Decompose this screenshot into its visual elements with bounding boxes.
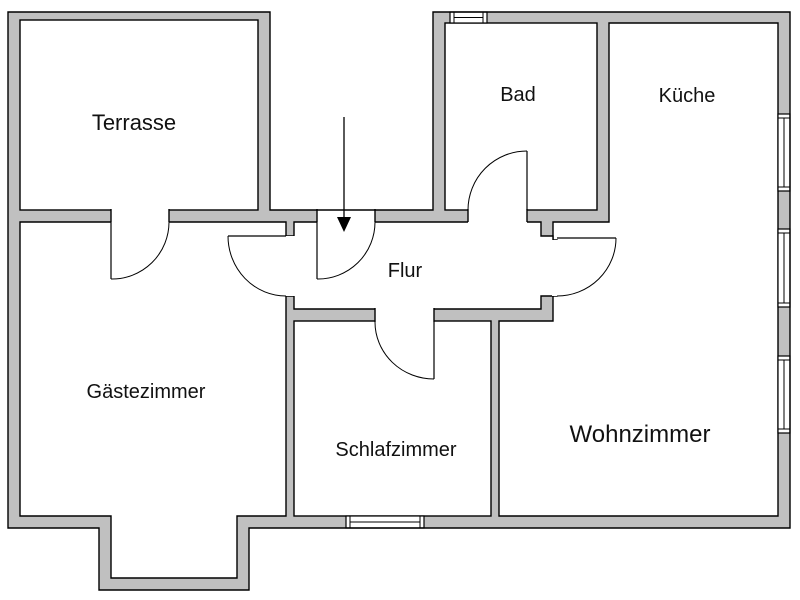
label-gaestezimmer: Gästezimmer — [87, 381, 206, 403]
wall-edges — [110, 209, 528, 322]
label-kueche: Küche — [659, 85, 716, 107]
entrance-arrow-icon — [337, 117, 351, 232]
label-terrasse: Terrasse — [92, 110, 176, 135]
room-terrasse — [19, 19, 259, 211]
room-gaestezimmer — [19, 221, 287, 579]
rooms — [19, 19, 779, 579]
door-openings — [111, 209, 560, 322]
door-schlafzimmer[interactable] — [374, 321, 435, 380]
room-labels: Terrasse Bad Küche Flur Gästezimmer Schl… — [87, 84, 716, 461]
door-terrasse-gaestezimmer[interactable] — [110, 221, 170, 280]
door-wohnzimmer[interactable] — [556, 237, 617, 297]
doors — [110, 150, 617, 380]
room-bad — [444, 22, 598, 211]
window-schlafzimmer — [345, 515, 425, 529]
label-bad: Bad — [500, 84, 536, 106]
window-wohnzimmer-2 — [777, 355, 791, 434]
window-wohnzimmer-1 — [777, 228, 791, 308]
label-schlafzimmer: Schlafzimmer — [335, 439, 456, 461]
label-flur: Flur — [388, 260, 423, 282]
room-schlafzimmer — [293, 320, 492, 517]
door-gaestezimmer[interactable] — [227, 235, 287, 297]
window-bad — [449, 11, 488, 24]
window-kueche — [777, 113, 791, 192]
outer-outline — [7, 11, 791, 591]
door-bad[interactable] — [467, 150, 528, 211]
door-entrance[interactable] — [316, 221, 376, 280]
label-wohnzimmer: Wohnzimmer — [570, 421, 711, 448]
